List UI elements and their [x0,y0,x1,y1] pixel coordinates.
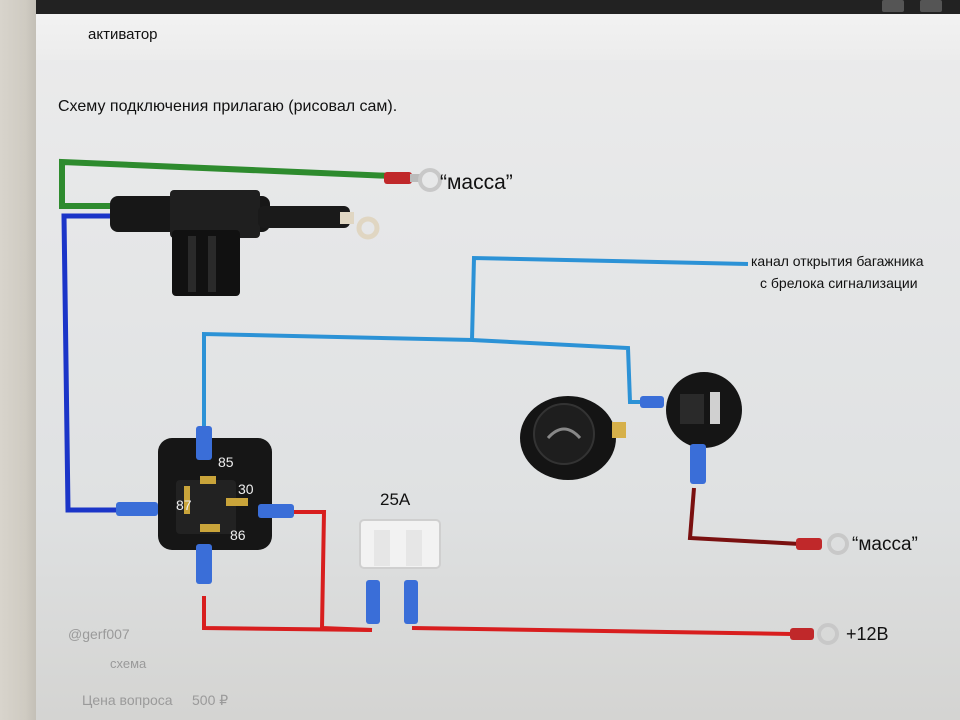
fuse-rating: 25А [380,490,411,509]
image-caption: схема [110,656,147,671]
ground-label-top: “масса” [440,171,513,194]
red-pin86-wire [202,596,373,632]
channel-label-line2: с брелока сигнализации [760,275,918,291]
red-power-wire [411,626,793,636]
lightblue-channel-wire [202,255,749,428]
tag-label[interactable]: активатор [88,26,158,43]
ground-label-bottom: “масса” [852,534,918,555]
green-ground-wire [59,158,393,209]
door-lock-actuator [110,190,380,296]
monitor-top-edge [36,0,960,14]
channel-label-line1: канал открытия багажника [751,253,924,269]
lightblue-button-wire [471,338,658,404]
ground-ring-terminal-bottom [796,533,849,555]
fuse [359,519,441,624]
price-value: 500 ₽ [192,692,229,708]
screen [36,0,960,720]
relay-pin-85: 85 [218,454,234,470]
blue-activator-wire [61,213,118,513]
relay [116,426,294,584]
trunk-switch-rear [640,372,742,484]
power-label: +12В [846,624,889,644]
relay-pin-87: 87 [176,497,192,513]
power-ring-terminal [790,623,839,645]
header-icons [882,0,942,12]
intro-text: Схему подключения прилагаю (рисовал сам)… [58,98,398,115]
price-label: Цена вопроса [82,692,173,708]
monitor-bezel [0,0,42,720]
trunk-button [520,396,626,480]
ground-ring-terminal-top [384,168,442,192]
relay-pin-30: 30 [238,481,254,497]
darkred-ground-wire [687,487,801,546]
author-handle[interactable]: @gerf007 [68,626,130,642]
relay-pin-86: 86 [230,527,246,543]
comment-icon[interactable] [882,0,904,12]
bell-icon[interactable] [920,0,942,12]
